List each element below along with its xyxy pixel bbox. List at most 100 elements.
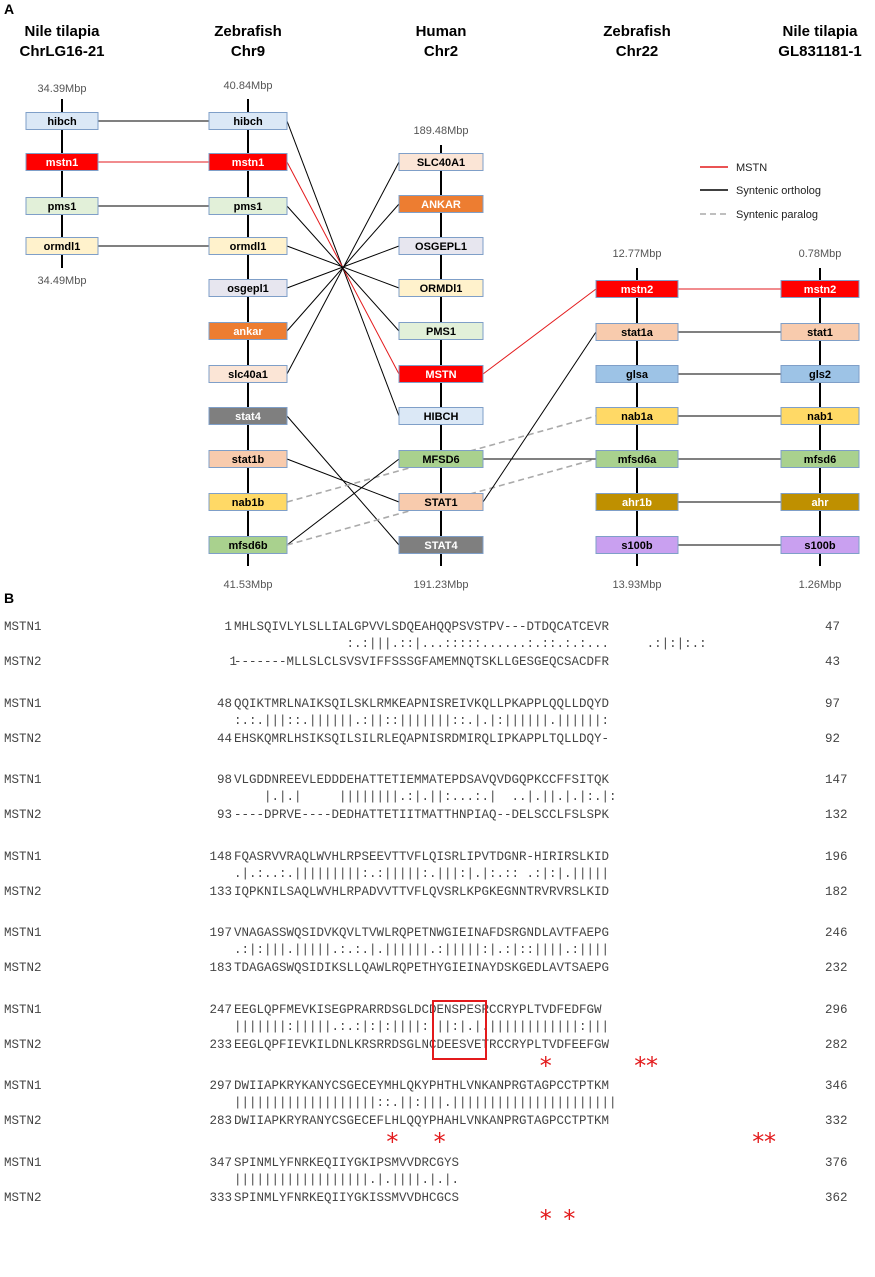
panel-b-letter: B	[4, 590, 15, 606]
gene-box	[398, 195, 484, 213]
alignment-match-line: :.:|||.::|...:::::......:.::.:.:... .:|:…	[0, 637, 875, 655]
sequence-end: 332	[825, 1114, 848, 1128]
sequence-end: 246	[825, 926, 848, 940]
sequence-start: 1	[229, 655, 237, 669]
gene-box	[780, 280, 860, 298]
mstn-link	[482, 288, 597, 375]
cysteine-star: *	[752, 1128, 765, 1156]
gene-box	[25, 112, 99, 130]
sequence-start: 347	[209, 1155, 232, 1170]
gene-hibch: hibch	[208, 112, 288, 130]
sequence-name: MSTN1	[4, 849, 42, 864]
match-symbols: |.|.| ||||||||.:|.||:...:.| ..|.||.|.|:.…	[234, 790, 617, 804]
top-position-label: 40.84Mbp	[224, 80, 273, 92]
sequence-start: 98	[216, 773, 232, 787]
gene-gls2: gls2	[780, 365, 860, 383]
alignment-match-line: :.:.|||::.||||||.:||::|||||||::.|.|:||||…	[0, 714, 875, 732]
bottom-position-label: 34.49Mbp	[38, 275, 87, 287]
gene-box	[780, 365, 860, 383]
gene-label: ahr1b	[622, 497, 652, 509]
alignment-match-line: ||||||||||||||||||.|.||||.|.|.	[0, 1173, 875, 1191]
sequence-start: 233	[209, 1037, 232, 1052]
gene-box	[208, 322, 288, 340]
match-symbols: .|.:..:.|||||||||:.:|||||:.|||:|.|:.:: .…	[234, 866, 610, 881]
match-symbols: |||||||:|||||.:.:|:|:||||:|||:|.|.||||||…	[234, 1019, 610, 1034]
gene-box	[595, 536, 679, 554]
cysteine-star: *	[563, 1204, 576, 1233]
sequence-name: MSTN1	[4, 1155, 42, 1170]
sequence-end: 296	[825, 1002, 848, 1017]
alignment-match-line: .|.:..:.|||||||||:.:|||||:.|||:|.|:.:: .…	[0, 867, 875, 885]
gene-box	[595, 493, 679, 511]
gene-label: slc40a1	[228, 369, 268, 381]
gene-box	[595, 407, 679, 425]
gene-mstn2: mstn2	[780, 280, 860, 298]
gene-label: stat1b	[232, 454, 265, 466]
sequence-start: 183	[209, 961, 232, 975]
sequence-residues: EEGLQPFMEVKISEGPRARRDSGLDCDENSPESRCCRYPL…	[234, 1002, 602, 1017]
alignment-panel: B MSTN1 1 MHLSQIVLYLSLLIALGPVVLSDQEAHQQPSV…	[0, 590, 875, 1277]
cysteine-star: *	[539, 1204, 552, 1233]
gene-stat4: stat4	[208, 407, 288, 425]
gene-label: glsa	[626, 369, 649, 381]
gene-box	[780, 450, 860, 468]
sequence-start: 133	[209, 884, 232, 899]
sequence-start: 148	[209, 849, 232, 864]
column-species-title: Nile tilapia	[24, 23, 100, 40]
gene-label: s100b	[621, 540, 652, 552]
gene-ormdl1: ORMDl1	[398, 279, 484, 297]
sequence-end: 147	[825, 773, 848, 787]
gene-label: osgepl1	[227, 283, 269, 295]
gene-mstn2: mstn2	[595, 280, 679, 298]
alignment-match-line: |||||||:|||||.:.:|:|:||||:|||:|.|.||||||…	[0, 1020, 875, 1038]
sequence-name: MSTN2	[4, 961, 42, 975]
gene-label: s100b	[804, 540, 835, 552]
gene-label: mfsd6	[804, 454, 836, 466]
sequence-residues: VLGDDNREEVLEDDDEHATTETIEMMATEPDSAVQVDGQP…	[234, 773, 610, 787]
legend-label: MSTN	[736, 162, 767, 174]
gene-label: ahr	[811, 497, 829, 509]
sequence-end: 232	[825, 961, 848, 975]
top-position-label: 12.77Mbp	[613, 248, 662, 260]
gene-nab1: nab1	[780, 407, 860, 425]
panel-a-letter: A	[4, 1, 14, 17]
gene-nab1a: nab1a	[595, 407, 679, 425]
sequence-name: MSTN2	[4, 808, 42, 822]
sequence-residues: FQASRVVRAQLWVHLRPSEEVTTVFLQISRLIPVTDGNR-…	[234, 849, 610, 864]
sequence-residues: QQIKTMRLNAIKSQILSKLRMKEAPNISREIVKQLLPKAP…	[234, 696, 610, 711]
gene-osgepl1: OSGEPL1	[398, 237, 484, 255]
gene-slc40a1: SLC40A1	[398, 153, 484, 171]
sequence-residues: TDAGAGSWQSIDIKSLLQAWLRQPETHYGIEINAYDSKGE…	[234, 961, 610, 975]
column-chromosome-title: GL831181-1	[778, 43, 861, 60]
gene-label: mfsd6b	[228, 540, 267, 552]
alignment-match-line: |||||||||||||||||||::.||:|||.|||||||||||…	[0, 1096, 875, 1114]
gene-mstn: MSTN	[398, 365, 484, 383]
gene-label: stat1	[807, 327, 833, 339]
column-chromosome-title: ChrLG16-21	[19, 43, 104, 60]
gene-label: OSGEPL1	[415, 241, 467, 253]
sequence-start: 283	[209, 1114, 232, 1128]
sequence-residues: EEGLQPFIEVKILDNLKRSRRDSGLNCDEESVETRCCRYP…	[234, 1037, 610, 1052]
gene-label: MSTN	[425, 369, 456, 381]
gene-label: stat1a	[621, 327, 654, 339]
sequence-name: MSTN2	[4, 1037, 42, 1052]
gene-stat4: STAT4	[398, 536, 484, 554]
gene-ankar: ankar	[208, 322, 288, 340]
legend-label: Syntenic ortholog	[736, 185, 821, 197]
gene-label: pms1	[48, 201, 77, 213]
sequence-residues: EHSKQMRLHSIKSQILSILRLEQAPNISRDMIRQLIPKAP…	[234, 731, 610, 746]
sequence-start: 333	[209, 1190, 232, 1205]
cysteine-star: *	[433, 1128, 446, 1156]
sequence-name: MSTN2	[4, 1190, 42, 1205]
gene-box	[595, 365, 679, 383]
sequence-residues: MHLSQIVLYLSLLIALGPVVLSDQEAHQQPSVSTPV---D…	[234, 620, 610, 634]
sequence-end: 43	[825, 655, 841, 669]
gene-label: ANKAR	[421, 199, 461, 211]
column-chromosome-title: Chr2	[424, 43, 458, 60]
sequence-residues: DWIIAPKRYRANYCSGECEFLHLQQYPHAHLVNKANPRGT…	[234, 1114, 610, 1128]
